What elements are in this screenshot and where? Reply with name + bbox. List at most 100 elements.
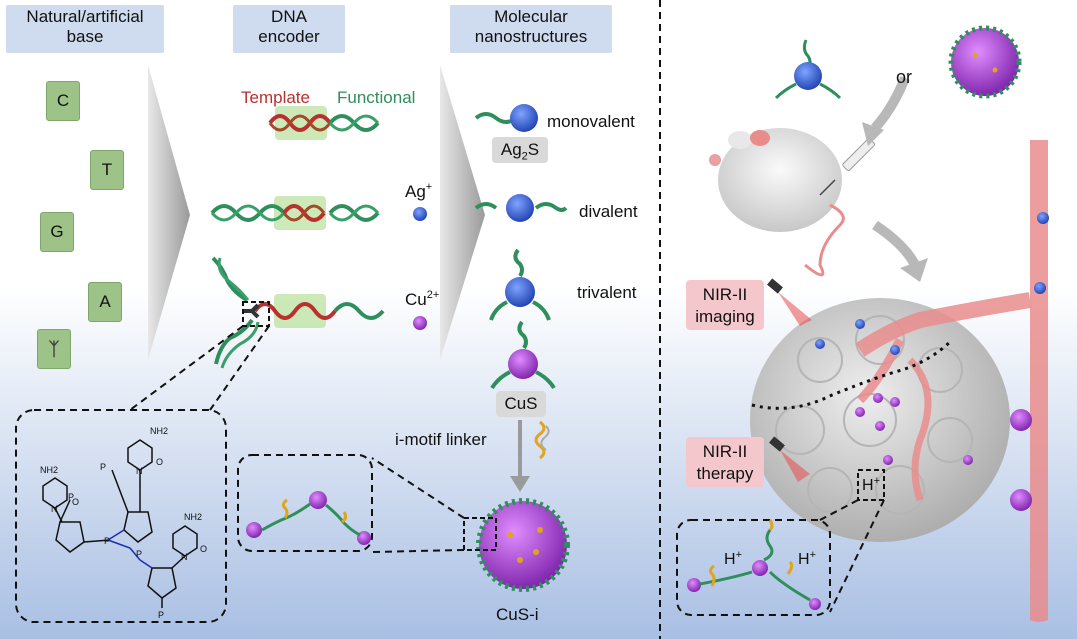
p-label-5: P xyxy=(158,610,164,620)
divalent-label: divalent xyxy=(579,202,638,221)
trivalent-injectable xyxy=(774,39,842,100)
p-label-3: P xyxy=(104,536,110,546)
acid-release-detail xyxy=(687,519,821,610)
arrow-to-mouse xyxy=(871,76,910,132)
header-nano-line1: Molecular xyxy=(494,7,568,26)
header-natural-base-line2: base xyxy=(66,27,104,46)
proton-label-tumor: H+ xyxy=(862,475,880,494)
cus-i-nanocluster xyxy=(476,498,570,592)
vessel-particle-1 xyxy=(1037,212,1049,224)
header-natural-base-line1: Natural/artificial xyxy=(26,7,144,26)
laser-therapy-icon xyxy=(769,436,810,482)
tumor-mass xyxy=(750,298,1010,542)
tumor-particle-5 xyxy=(890,397,900,407)
trivalent-ag-nanostructure xyxy=(489,248,551,321)
mouse-illustration xyxy=(709,128,845,277)
proton-label-right: H+ xyxy=(798,549,816,568)
n-label-2: N xyxy=(51,504,58,514)
header-dna-encoder-line2: encoder xyxy=(258,27,320,46)
ag-ion-sphere xyxy=(413,207,427,221)
nh2-label-1: NH2 xyxy=(150,426,168,436)
big-arrow-2 xyxy=(440,65,485,360)
arrow-to-tumor-head xyxy=(900,258,928,282)
zoom-line-2 xyxy=(209,325,270,411)
nh2-label-3: NH2 xyxy=(184,512,202,522)
vessel-branch-1 xyxy=(855,292,1032,357)
functional-label: Functional xyxy=(337,88,415,107)
imotif-linker-strand xyxy=(540,425,550,451)
cu-ion-label: Cu2+ xyxy=(405,289,439,309)
header-natural-base: Natural/artificial base xyxy=(6,5,164,53)
blood-vessel xyxy=(1030,140,1048,622)
trivalent-cu-nanostructure xyxy=(490,320,556,390)
cus-badge: CuS xyxy=(496,391,546,417)
tumor-particle-7 xyxy=(855,407,865,417)
zoom-box-cus xyxy=(463,517,497,551)
imotif-linker-label: i-motif linker xyxy=(395,430,487,449)
divalent-nanostructure xyxy=(474,194,568,222)
vessel-particle-4 xyxy=(1010,489,1032,511)
chem-structure xyxy=(42,439,198,608)
nir-imaging-label: NIR-II imaging xyxy=(686,280,764,330)
tumor-particle-1 xyxy=(855,319,865,329)
zoom-line-4 xyxy=(371,549,465,553)
nir-therapy-label: NIR-II therapy xyxy=(686,437,764,487)
base-tile-c: C xyxy=(46,81,80,121)
zoom-box-branch xyxy=(242,301,270,327)
ag2s-sub: 2 xyxy=(521,150,528,163)
o-label-3: O xyxy=(200,544,207,554)
base-tile-g: G xyxy=(40,212,74,252)
header-dna-encoder-line1: DNA xyxy=(271,7,307,26)
o-label-1: O xyxy=(156,457,163,467)
nir-imaging-line1: NIR-II xyxy=(702,285,748,304)
tumor-particle-8 xyxy=(883,455,893,465)
trivalent-label: trivalent xyxy=(577,283,637,302)
ag-ion-label: Ag+ xyxy=(405,181,432,201)
vessel-branch-3 xyxy=(907,357,932,502)
imotif-linker-icon xyxy=(534,420,546,460)
arrow-to-mouse-head xyxy=(862,122,884,146)
laser-imaging-icon xyxy=(767,278,812,326)
ag2s-end: S xyxy=(527,140,540,159)
dna-template-functional xyxy=(268,106,380,140)
crosslink-detail xyxy=(246,491,371,545)
p-label-2: P xyxy=(68,492,74,502)
header-dna-encoder: DNA encoder xyxy=(233,5,345,53)
nir-therapy-line1: NIR-II xyxy=(702,442,748,461)
ag2s-main: Ag xyxy=(500,140,522,159)
artificial-base-y-icon: ᛉ xyxy=(48,339,60,359)
or-label: or xyxy=(896,67,912,87)
nh2-label-2: NH2 xyxy=(40,465,58,475)
o-label-2: O xyxy=(72,497,79,507)
dna-trivalent-encoder xyxy=(211,256,385,369)
ag2s-badge: Ag2S xyxy=(492,137,548,163)
cus-i-injectable xyxy=(948,25,1022,99)
nir-therapy-line2: therapy xyxy=(696,464,754,483)
zoom-line-3 xyxy=(371,457,465,519)
nir-imaging-line2: imaging xyxy=(695,307,755,326)
tumor-particle-4 xyxy=(873,393,883,403)
zoom-line-6 xyxy=(829,499,885,613)
header-nano-line2: nanostructures xyxy=(474,27,588,46)
linker-arrow-head xyxy=(510,476,530,492)
chem-structure-box xyxy=(15,409,227,623)
base-tile-a: A xyxy=(88,282,122,322)
tumor-particle-9 xyxy=(963,455,973,465)
cu-ion-sphere xyxy=(413,316,427,330)
crosslink-box xyxy=(237,454,373,552)
vessel-particle-3 xyxy=(1010,409,1032,431)
tumor-particle-6 xyxy=(875,421,885,431)
template-label: Template xyxy=(241,88,310,107)
tumor-particle-3 xyxy=(815,339,825,349)
monovalent-nanostructure xyxy=(474,104,538,132)
monovalent-label: monovalent xyxy=(547,112,635,131)
p-label-1: P xyxy=(100,462,106,472)
n-label-1: N xyxy=(136,466,143,476)
base-tile-t: T xyxy=(90,150,124,190)
base-tile-artificial: ᛉ xyxy=(37,329,71,369)
vessel-particle-2 xyxy=(1034,282,1046,294)
proton-label-left: H+ xyxy=(724,549,742,568)
cus-i-label: CuS-i xyxy=(496,605,539,624)
